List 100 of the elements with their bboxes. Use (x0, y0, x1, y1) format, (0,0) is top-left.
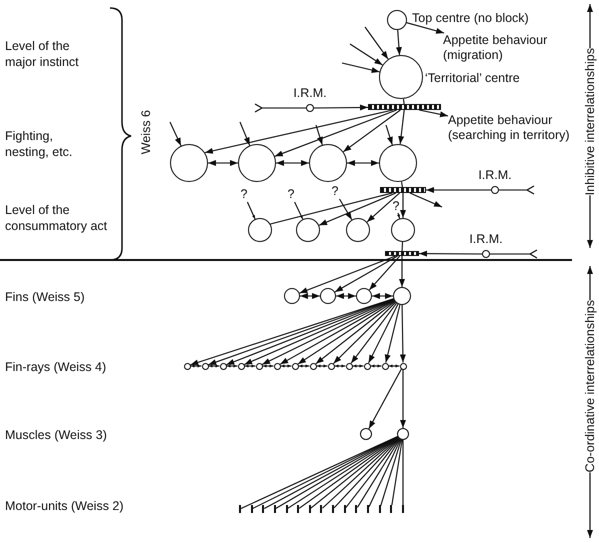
level-label: Level of the consummatory act (5, 202, 108, 234)
centre-circle (346, 362, 352, 370)
double-arrow (190, 364, 202, 368)
hatched-block (368, 104, 441, 110)
centre-circle (320, 288, 336, 304)
input-line (499, 185, 535, 195)
motor-unit-tick (355, 505, 358, 513)
hatched-block (385, 251, 419, 256)
level-label: Fin-rays (Weiss 4) (5, 359, 108, 375)
arrow (318, 192, 396, 226)
centre-circle (170, 144, 208, 182)
connector-line (402, 440, 404, 505)
level-label: Fighting, nesting, etc. (5, 128, 74, 160)
arrow (334, 256, 398, 292)
input-line (490, 249, 538, 259)
centre-circle (238, 144, 276, 182)
arrow (315, 124, 323, 146)
arrow (368, 304, 398, 364)
connector-line (391, 440, 403, 506)
centre-circle (220, 362, 226, 370)
motor-unit-tick (274, 505, 276, 513)
axis-label: Inhibitive interrelationships (583, 48, 597, 196)
question-mark: ? (330, 184, 340, 199)
arrow (314, 104, 368, 110)
arrow (315, 301, 396, 364)
hatched-block (380, 187, 426, 193)
double-arrow (280, 364, 292, 368)
input-line (254, 103, 306, 113)
arrow (350, 44, 383, 66)
group-label: Weiss 6 (139, 110, 153, 154)
centre-circle (397, 428, 409, 440)
double-arrow (208, 160, 238, 166)
connector-line (356, 438, 400, 508)
arrow (406, 22, 444, 34)
double-arrow (316, 364, 328, 368)
arrow (246, 202, 256, 220)
level-label: Fins (Weiss 5) (5, 289, 86, 305)
axis-label: Co-ordinative interrelationships (583, 300, 597, 472)
arrow (419, 250, 482, 257)
arrow (400, 193, 406, 218)
arrow (298, 300, 395, 365)
level-label: Motor-units (Weiss 2) (5, 498, 125, 514)
centre-circle (292, 362, 298, 370)
double-arrow (336, 293, 356, 299)
motor-unit-tick (367, 505, 370, 513)
arrow (299, 255, 396, 294)
double-arrow (300, 293, 320, 299)
connector-line (402, 242, 404, 252)
connector-line (334, 438, 400, 508)
centre-circle (391, 218, 415, 242)
arrow (419, 109, 448, 118)
arrow (368, 256, 400, 290)
arrow (400, 370, 406, 428)
arrow (170, 122, 182, 146)
motor-unit-tick (390, 505, 392, 513)
motor-unit-tick (402, 505, 404, 513)
arrow (342, 110, 401, 152)
centre-circle (309, 144, 347, 182)
centre-circle (356, 288, 372, 304)
arrow (426, 187, 491, 193)
arrow (364, 26, 389, 60)
arrow (294, 202, 304, 220)
double-arrow (372, 293, 393, 299)
arrow (399, 256, 405, 287)
motor-unit-tick (308, 505, 311, 513)
motor-unit-tick (332, 505, 334, 513)
arrow (410, 192, 442, 208)
double-arrow (244, 364, 256, 368)
mechanism-label: I.R.M. (293, 86, 327, 101)
centre-circle (346, 218, 370, 242)
double-arrow (370, 364, 382, 368)
double-arrow (334, 364, 346, 368)
question-mark: ? (286, 187, 296, 202)
centre-circle (202, 362, 208, 370)
centre-circle (238, 362, 244, 370)
double-arrow (352, 364, 364, 368)
centre-circle (274, 362, 280, 370)
centre-circle (379, 55, 423, 99)
centre-circle (284, 288, 300, 304)
centre-circle (310, 362, 316, 370)
motor-unit-tick (378, 505, 381, 513)
centre-circle (387, 10, 407, 30)
motor-unit-tick (297, 505, 300, 513)
centre-circle (379, 144, 417, 182)
arrow (333, 302, 396, 364)
motor-unit-tick (286, 505, 288, 513)
arrow (339, 198, 352, 220)
node-caption: ‘Territorial’ centre (425, 70, 520, 86)
behaviour-label: Appetite behaviour (migration) (443, 33, 561, 65)
centre-circle (184, 362, 190, 370)
mechanism-label: I.R.M. (469, 232, 503, 247)
arrow (398, 110, 405, 144)
level-label: Muscles (Weiss 3) (5, 427, 108, 443)
centre-circle (328, 362, 334, 370)
motor-unit-tick (239, 505, 241, 513)
question-mark: ? (392, 199, 400, 213)
arrow (397, 212, 400, 219)
centre-circle (400, 362, 406, 370)
double-arrow (388, 364, 400, 368)
arrow (384, 304, 400, 363)
